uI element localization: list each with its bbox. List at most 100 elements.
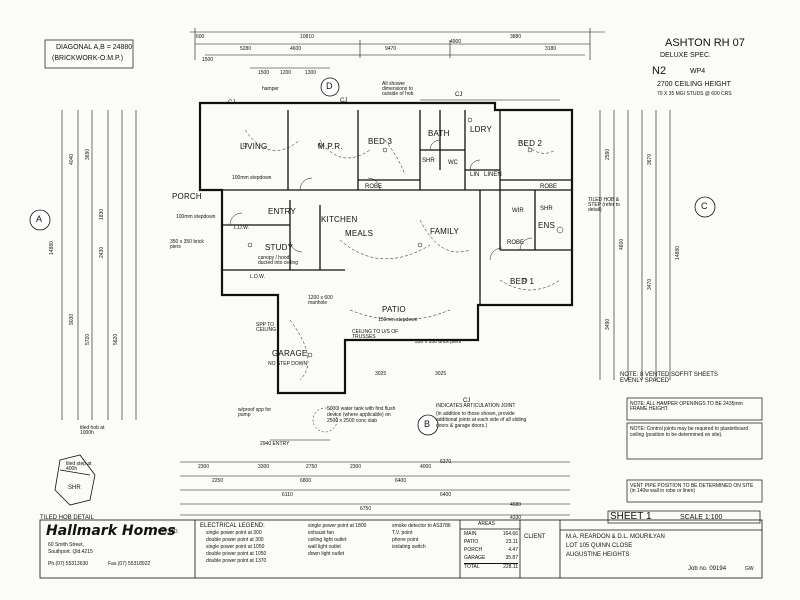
client-names: M.A. REARDON & D.L. MOURILYAN xyxy=(566,534,665,540)
room-ens: ENS xyxy=(538,221,556,230)
diagonal-note-line1: DIAGONAL A,B = 24880 xyxy=(56,44,133,51)
room-linen: LINEN xyxy=(484,172,502,178)
legend-item: smoke detector to AS3786 xyxy=(392,523,451,529)
grid-marker-d: D xyxy=(326,81,333,91)
areas-value: 35.87 xyxy=(505,555,518,561)
ceiling-height: 2700 CEILING HEIGHT xyxy=(657,81,731,88)
room-garage: GARAGE xyxy=(272,349,308,358)
hamper-openings-note: NOTE: ALL HAMPER OPENINGS TO BE 2435mm F… xyxy=(630,401,743,412)
manhole-note: 1200 x 600 manhole xyxy=(308,295,333,306)
diagonal-note-line2: (BRICKWORK-O.M.P.) xyxy=(52,55,124,62)
legend-item: phone point xyxy=(392,537,419,543)
drafter-initials: GW xyxy=(745,566,754,572)
dim-top-2: 3880 xyxy=(510,34,522,40)
areas-row: PORCH 4.47 xyxy=(464,547,518,555)
hamper-note: hamper xyxy=(262,86,279,92)
room-entry: ENTRY xyxy=(268,207,296,216)
dim-left-2: 1830 xyxy=(99,208,105,220)
dim-left-7: 14880 xyxy=(49,241,55,255)
areas-label: PATIO xyxy=(464,539,479,545)
legend-item: double power point at 1370 xyxy=(206,558,267,564)
room-meals: MEALS xyxy=(345,229,374,238)
company-name: Hallmark Homes xyxy=(46,523,176,539)
dim-top-4: 4600 xyxy=(290,46,302,52)
tiled-hob-note: tiled hob at 1000h xyxy=(80,425,105,436)
tiled-step-note: tiled step at 400h xyxy=(66,461,92,472)
room-bed1: BED 1 xyxy=(510,277,535,286)
legend-col-1: single power point at 300 double power p… xyxy=(206,531,266,566)
grid-marker-a: A xyxy=(36,214,43,224)
shr-detail-label: SHR xyxy=(68,485,81,491)
company-suffix: PTY.LTD. xyxy=(158,529,179,535)
porch-stepdown: 100mm stepdown xyxy=(176,214,216,220)
dim-right-4: 3490 xyxy=(605,318,611,330)
stud-spec: 70 X 35 MGI STUDS @ 600 CRS xyxy=(657,91,732,97)
dim-right-0: 2590 xyxy=(605,148,611,160)
control-joints-note: NOTE: Control joints may be required to … xyxy=(630,426,749,438)
room-family: FAMILY xyxy=(430,227,460,236)
garage-no-step: NO STEP DOWN xyxy=(268,361,308,367)
client-suburb: AUGUSTINE HEIGHTS xyxy=(566,552,630,558)
patio-stepdown: 150mm stepdown xyxy=(378,317,418,323)
room-robe: ROBE xyxy=(365,184,383,190)
room-shr2: SHR xyxy=(540,206,553,212)
legend-item: isolating switch xyxy=(392,544,426,550)
dim-left-6: 5620 xyxy=(113,333,119,345)
room-robe3: ROBE xyxy=(507,240,525,246)
dim-bottom-4: 6370 xyxy=(440,459,452,465)
dim-right-3: 3470 xyxy=(647,278,653,290)
tiled-hob-step-note: TILED HOB & STEP (refer to detail) xyxy=(588,197,620,213)
areas-label: MAIN xyxy=(464,531,477,537)
dim-bottom-12: 3025 xyxy=(375,371,387,377)
model-title: ASHTON RH 07 xyxy=(665,37,745,49)
dim-top-6: 4900 xyxy=(450,39,462,45)
legend-item: down light outlet xyxy=(308,551,345,557)
vent-pipe-note: VENT PIPE POSITION TO BE DETERMINED ON S… xyxy=(630,483,754,494)
scale-label: SCALE 1:100 xyxy=(680,514,723,521)
dim-bottom-11: 4330 xyxy=(510,515,522,521)
areas-value: 4.47 xyxy=(508,547,518,553)
ldw-label: L.D.W. xyxy=(234,225,250,231)
shower-note: All shower dimensions to outside of hob xyxy=(382,81,414,97)
dim-bottom-7: 6110 xyxy=(282,492,293,498)
tiled-hob-detail-title: TILED HOB DETAIL xyxy=(40,515,94,521)
room-bath: BATH xyxy=(428,129,450,138)
client-lot: LOT 105 QUINN CLOSE xyxy=(566,543,633,549)
cj-marker-2: CJ xyxy=(340,98,348,104)
job-number: Job no. 09194 xyxy=(688,566,727,572)
room-wir: WIR xyxy=(512,208,524,214)
dim-top-3: 5280 xyxy=(240,46,252,52)
brick-piers-note: 350 x 350 brick piers xyxy=(170,239,204,250)
water-tank-note: 5000l water tank with first flush device… xyxy=(327,406,396,424)
wp-class: WP4 xyxy=(690,68,706,75)
room-mpr: M.P.R. xyxy=(318,142,343,151)
cj-marker-3: CJ xyxy=(455,92,463,98)
areas-label: PORCH xyxy=(464,547,483,553)
wind-class: N2 xyxy=(652,65,667,77)
room-bed3: BED 3 xyxy=(368,137,393,146)
room-shr: SHR xyxy=(422,158,435,164)
legend-item: single power point at 1800 xyxy=(308,523,367,529)
dim-bottom-8: 6400 xyxy=(440,492,452,498)
room-living: LIVING xyxy=(240,142,268,151)
areas-row: PATIO 23.11 xyxy=(464,539,518,547)
dim-top-9: 1200 xyxy=(280,70,292,76)
dim-bottom-6: 2250 xyxy=(212,478,224,484)
spec-label: DELUXE SPEC. xyxy=(660,52,711,59)
grid-marker-b: B xyxy=(424,419,431,429)
dim-top-5: 9470 xyxy=(385,46,397,52)
dim-left-0: 4040 xyxy=(69,153,75,165)
articulation-title: INDICATES ARTICULATION JOINT xyxy=(436,403,516,409)
legend-item: single power point at 300 xyxy=(206,530,262,536)
room-porch: PORCH xyxy=(172,192,202,201)
dim-bottom-9: 4680 xyxy=(510,502,522,508)
legend-col-2: single power point at 1800 exhaust fan c… xyxy=(308,524,366,559)
legend-title: ELECTRICAL LEGEND: xyxy=(200,523,265,529)
areas-value: 23.11 xyxy=(505,539,518,545)
room-bed2: BED 2 xyxy=(518,139,543,148)
room-kitchen: KITCHEN xyxy=(321,215,358,224)
dim-top-10: 1300 xyxy=(305,70,317,76)
areas-label: GARAGE xyxy=(464,555,486,561)
